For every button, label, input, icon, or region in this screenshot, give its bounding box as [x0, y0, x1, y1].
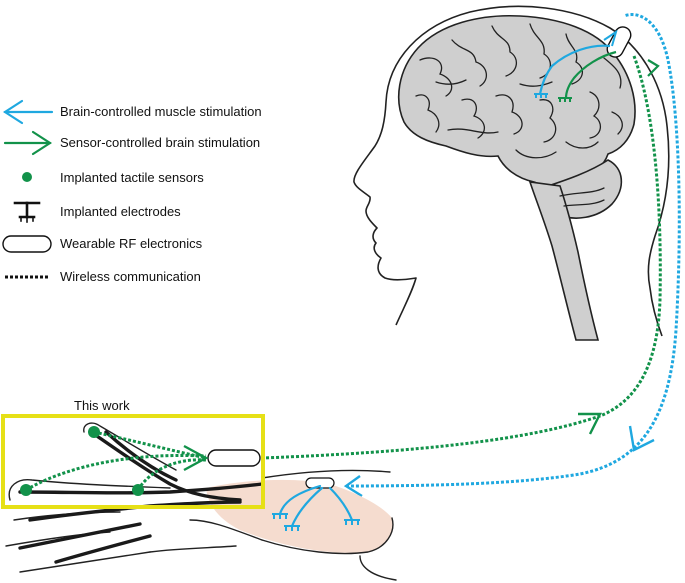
brain-shape: [398, 14, 636, 187]
legend-label-tactile-sensors: Implanted tactile sensors: [60, 170, 204, 185]
legend-label-brain-stimulation: Sensor-controlled brain stimulation: [60, 135, 260, 150]
brain-green-arrow-icon: [647, 59, 660, 77]
legend-item-electrodes: Implanted electrodes: [13, 201, 181, 223]
brain-stem-shape: [528, 181, 600, 341]
muscle-electrodes: [278, 484, 354, 528]
sensor-green-arrow-icon: [183, 444, 209, 472]
link-green-arrow-icon: [578, 412, 602, 435]
electrode-icon: [13, 201, 41, 223]
head-illustration: [353, 5, 670, 341]
brain-folds: [415, 23, 623, 207]
brain-electrode-blue-icon: [534, 93, 548, 98]
highlight-box: [1, 414, 265, 509]
muscle-electrode-icons: [272, 513, 360, 531]
arm-outline: [5, 422, 397, 581]
wireless-link-blue: [345, 13, 681, 488]
rounded-rect-icon: [2, 235, 52, 253]
brain-electrodes: [534, 29, 660, 102]
brain-electrode-green-icon: [558, 97, 572, 102]
brain-blue-arrow-icon: [603, 29, 618, 47]
arm-rf-electronics: [207, 449, 261, 467]
legend-label-rf-electronics: Wearable RF electronics: [60, 236, 203, 251]
legend-label-wireless: Wireless communication: [60, 269, 201, 284]
wireless-links: [261, 13, 681, 498]
highlight-label: This work: [74, 398, 130, 413]
blue-arrow-icon: [2, 99, 54, 125]
legend-item-rf-electronics: Wearable RF electronics: [2, 235, 203, 253]
forearm-skin: [206, 479, 393, 553]
arm-rf-electronics-2: [305, 477, 335, 489]
green-dot-icon: [22, 172, 32, 182]
sensor-links: [25, 430, 207, 492]
wireless-link-green: [261, 55, 662, 460]
head-rf-electronics: [606, 26, 632, 58]
legend-item-brain-stimulation: Sensor-controlled brain stimulation: [3, 130, 260, 156]
arm-blue-arrow-icon: [343, 475, 363, 498]
legend-label-electrodes: Implanted electrodes: [60, 204, 181, 219]
link-blue-arrow-icon: [628, 425, 655, 452]
head-outline: [353, 5, 670, 337]
legend-item-muscle-stimulation: Brain-controlled muscle stimulation: [2, 99, 262, 125]
legend: Brain-controlled muscle stimulation Sens…: [2, 99, 262, 284]
green-arrow-icon: [3, 130, 53, 156]
legend-label-muscle-stimulation: Brain-controlled muscle stimulation: [60, 104, 262, 119]
this-work-highlight: This work: [1, 398, 265, 509]
legend-item-tactile-sensors: Implanted tactile sensors: [22, 170, 204, 185]
arm-illustration: [5, 422, 397, 581]
legend-item-wireless: Wireless communication: [5, 269, 201, 284]
